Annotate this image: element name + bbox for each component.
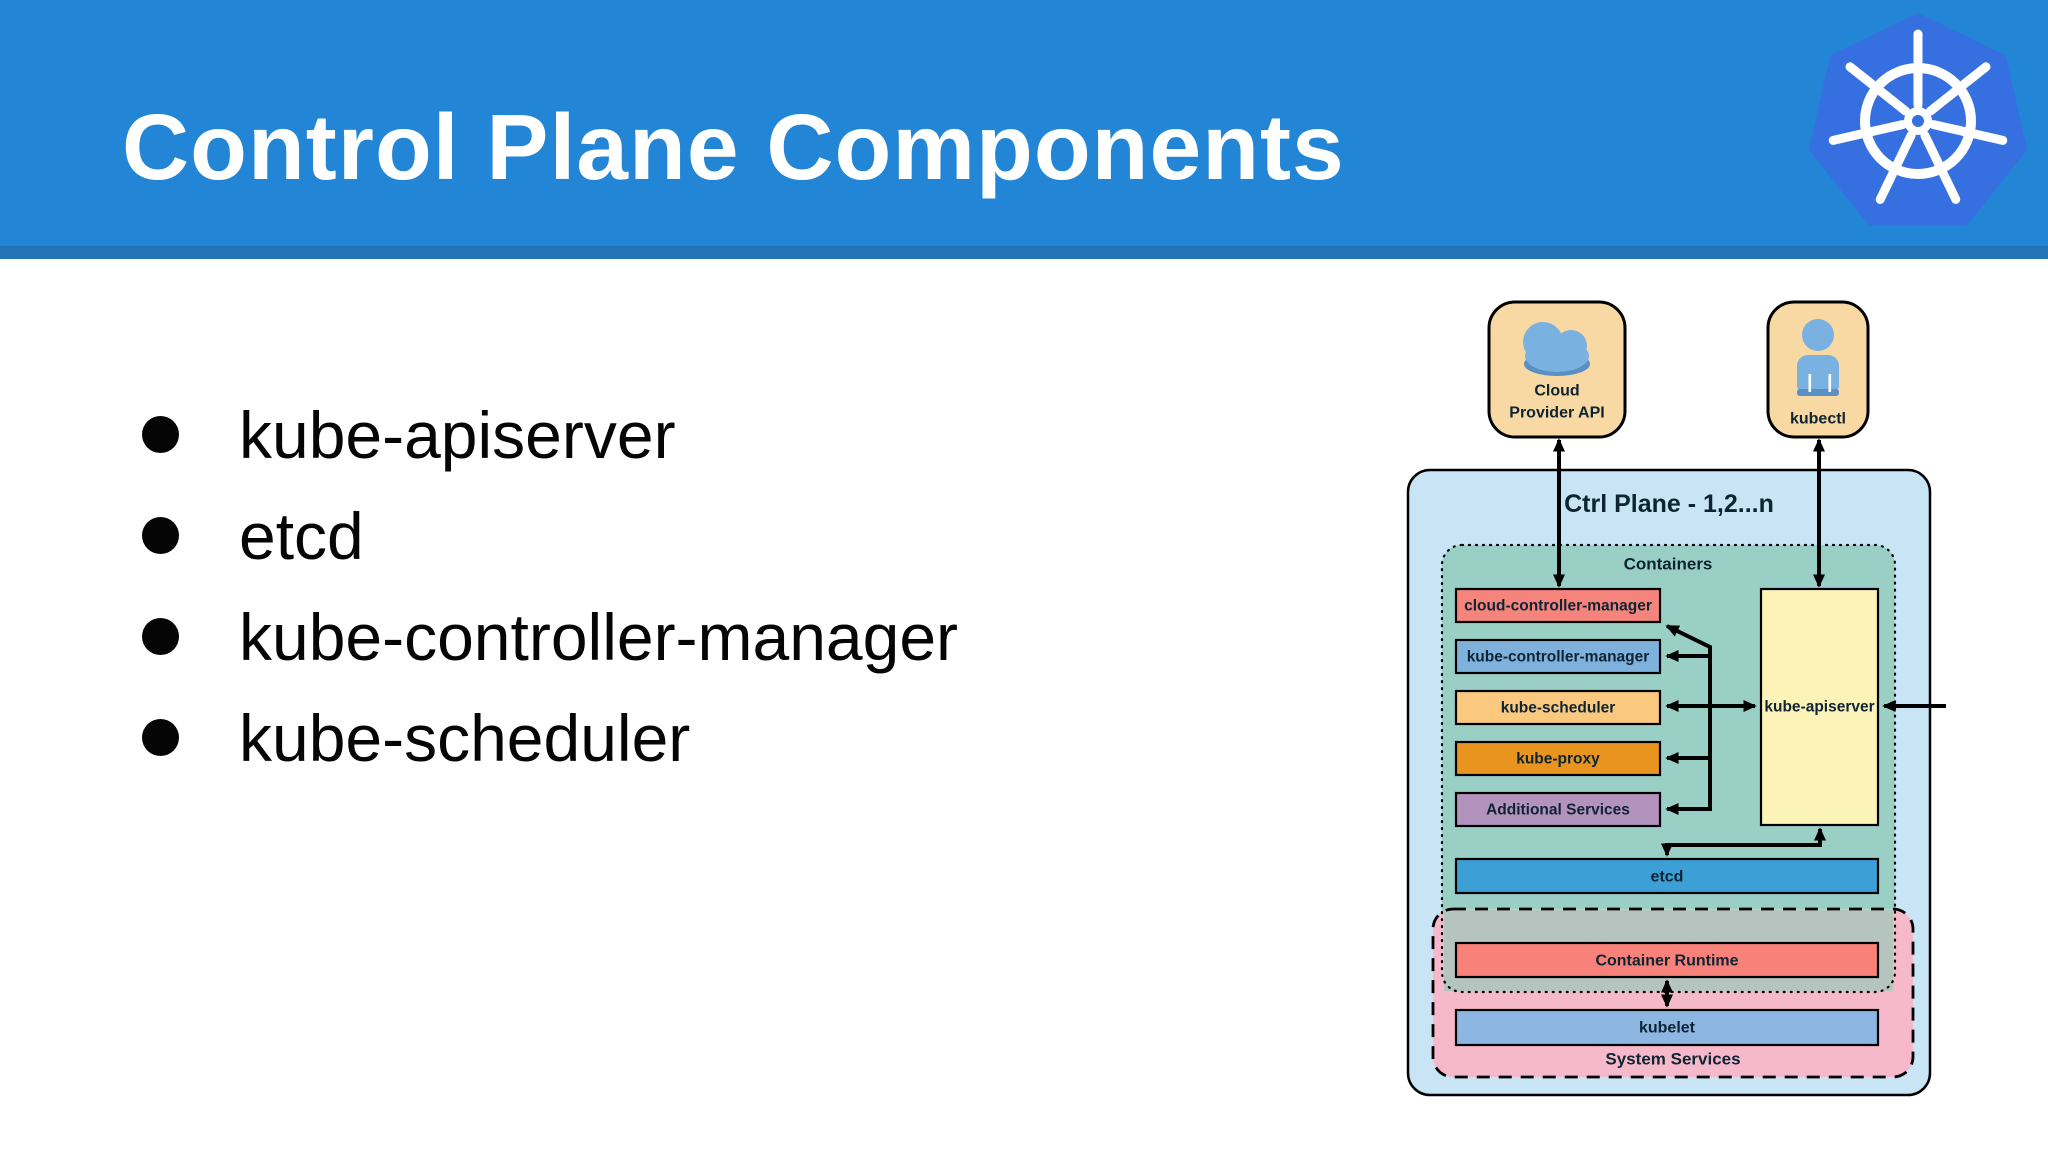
box-kube-scheduler — [1454, 689, 1662, 726]
box-label: Additional Services — [1486, 802, 1630, 819]
list-item: kube-controller-manager — [130, 586, 958, 687]
container-runtime-label: Container Runtime — [1595, 953, 1738, 970]
kubelet-label: kubelet — [1639, 1020, 1696, 1037]
system-services-dashed-border — [1431, 907, 1915, 1079]
bullet-label: etcd — [239, 498, 364, 573]
box-kube-controller-manager — [1454, 638, 1662, 675]
arrows — [1552, 438, 1946, 1008]
box-cloud-controller-manager — [1454, 587, 1662, 624]
node-kubectl: kubectl — [1766, 300, 1870, 439]
box-kubelet — [1454, 1008, 1880, 1047]
box-label: cloud-controller-manager — [1464, 598, 1652, 615]
list-item: kube-scheduler — [130, 687, 958, 788]
header-bar — [0, 0, 2048, 246]
arrow-apiserver-etcd — [1660, 827, 1827, 857]
bullet-label: kube-apiserver — [239, 397, 676, 472]
list-item: etcd — [130, 485, 958, 586]
box-label: kube-proxy — [1516, 751, 1600, 768]
etcd-label: etcd — [1651, 869, 1684, 886]
page-title: Control Plane Components — [122, 95, 1345, 199]
logo-hub-hole — [1912, 115, 1924, 127]
cloud-provider-label-line2: Provider API — [1509, 405, 1604, 422]
box-additional-services — [1454, 791, 1662, 828]
bullet-list: kube-apiserver etcd kube-controller-mana… — [130, 384, 958, 788]
kube-apiserver-label: kube-apiserver — [1764, 699, 1874, 716]
bullet-dot — [142, 618, 179, 655]
bullet-dot — [142, 416, 179, 453]
system-services-label: System Services — [1605, 1050, 1740, 1069]
box-etcd — [1454, 857, 1880, 895]
box-kube-proxy — [1454, 740, 1662, 777]
user-icon — [1797, 319, 1839, 396]
ctrl-plane-title: Ctrl Plane - 1,2...n — [1564, 490, 1774, 518]
containers-label: Containers — [1624, 555, 1713, 574]
bullet-label: kube-scheduler — [239, 700, 691, 775]
kubectl-label: kubectl — [1790, 411, 1846, 428]
box-label: kube-scheduler — [1501, 700, 1616, 717]
bullet-dot — [142, 719, 179, 756]
box-label: kube-controller-manager — [1467, 649, 1650, 666]
list-item: kube-apiserver — [130, 384, 958, 485]
kubernetes-logo-icon — [1808, 13, 2028, 226]
node-cloud-provider-api: Cloud Provider API — [1487, 300, 1627, 439]
architecture-diagram: Ctrl Plane - 1,2...n Containers System S… — [1406, 300, 1946, 1097]
cloud-provider-label-line1: Cloud — [1534, 383, 1579, 400]
arrow-connector-ccm-additionalservices — [1665, 624, 1712, 816]
component-boxes: cloud-controller-manager kube-controller… — [1454, 587, 1662, 828]
bullet-label: kube-controller-manager — [239, 599, 959, 674]
box-container-runtime — [1454, 941, 1880, 979]
logo-wheel — [1828, 29, 2008, 204]
bullet-dot — [142, 517, 179, 554]
cloud-icon — [1523, 322, 1590, 376]
box-kube-apiserver — [1759, 587, 1880, 827]
header-accent-strip — [0, 246, 2048, 259]
